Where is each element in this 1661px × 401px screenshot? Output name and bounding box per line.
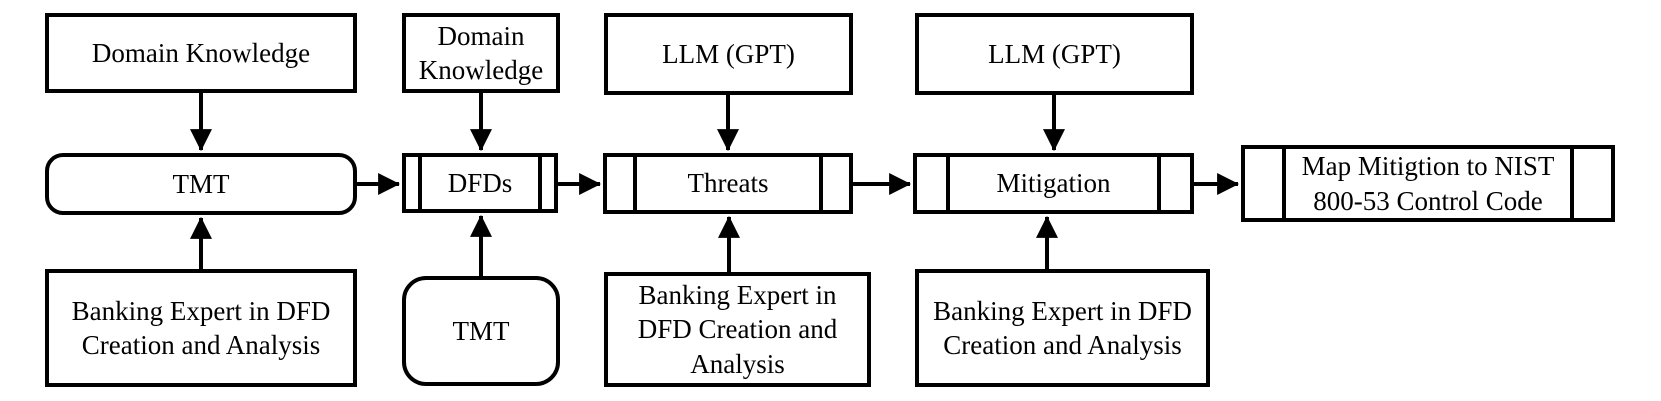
inner-bar-left <box>946 157 950 210</box>
inner-bar-left <box>418 157 422 209</box>
node-tmt-2: TMT <box>402 276 560 386</box>
node-banking-expert-2: Banking Expert in DFD Creation and Analy… <box>604 272 871 387</box>
node-tmt-1: TMT <box>45 153 357 215</box>
node-label: Map Mitigtion to NIST 800-53 Control Cod… <box>1301 151 1555 216</box>
node-label: DFDs <box>447 167 513 198</box>
node-label: Banking Expert in DFD Creation and Analy… <box>637 280 838 379</box>
node-map-nist: Map Mitigtion to NIST 800-53 Control Cod… <box>1241 145 1615 222</box>
node-domain-knowledge-1: Domain Knowledge <box>45 13 357 93</box>
inner-bar-right <box>1157 157 1161 210</box>
node-label: Banking Expert in DFD Creation and Analy… <box>933 295 1192 360</box>
node-label: LLM (GPT) <box>662 38 795 69</box>
inner-bar-right <box>538 157 542 209</box>
node-banking-expert-3: Banking Expert in DFD Creation and Analy… <box>915 269 1210 387</box>
node-dfds: DFDs <box>402 153 558 213</box>
node-label: LLM (GPT) <box>988 38 1121 69</box>
node-label: Domain Knowledge <box>418 20 544 85</box>
inner-bar-left <box>633 157 637 210</box>
node-banking-expert-1: Banking Expert in DFD Creation and Analy… <box>45 269 357 387</box>
node-label: Domain Knowledge <box>91 37 311 68</box>
inner-bar-left <box>1282 149 1286 218</box>
node-label: TMT <box>452 315 510 346</box>
node-mitigation: Mitigation <box>913 153 1194 214</box>
inner-bar-right <box>819 157 823 210</box>
inner-bar-right <box>1570 149 1574 218</box>
node-label: Mitigation <box>996 168 1111 199</box>
node-llm-gpt-1: LLM (GPT) <box>604 13 853 95</box>
node-threats: Threats <box>603 153 853 214</box>
node-label: Banking Expert in DFD Creation and Analy… <box>71 295 331 360</box>
node-domain-knowledge-2: Domain Knowledge <box>402 13 560 93</box>
node-label: Threats <box>687 168 769 199</box>
node-llm-gpt-2: LLM (GPT) <box>915 13 1194 95</box>
node-label: TMT <box>172 168 230 199</box>
